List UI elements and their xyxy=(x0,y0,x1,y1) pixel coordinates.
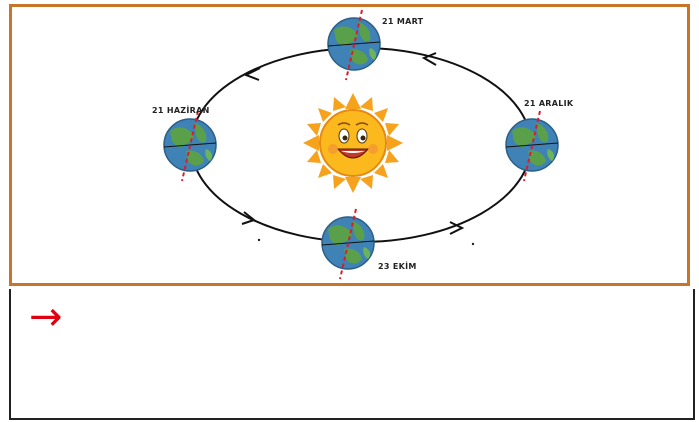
sun-icon xyxy=(303,93,403,193)
earth-december-icon xyxy=(506,111,558,181)
right-arrow-icon: → xyxy=(29,297,63,337)
earth-september-icon xyxy=(322,209,374,279)
earth-march-icon xyxy=(328,10,380,80)
earth-orbit-diagram: 21 MART 21 HAZİRAN 21 ARALIK 23 EKİM xyxy=(0,0,699,290)
label-june: 21 HAZİRAN xyxy=(152,105,210,115)
answer-area: → xyxy=(9,289,695,420)
label-december: 21 ARALIK xyxy=(524,99,574,108)
label-march: 21 MART xyxy=(382,17,424,26)
label-september: 23 EKİM xyxy=(378,261,417,271)
earth-june-icon xyxy=(164,111,216,181)
